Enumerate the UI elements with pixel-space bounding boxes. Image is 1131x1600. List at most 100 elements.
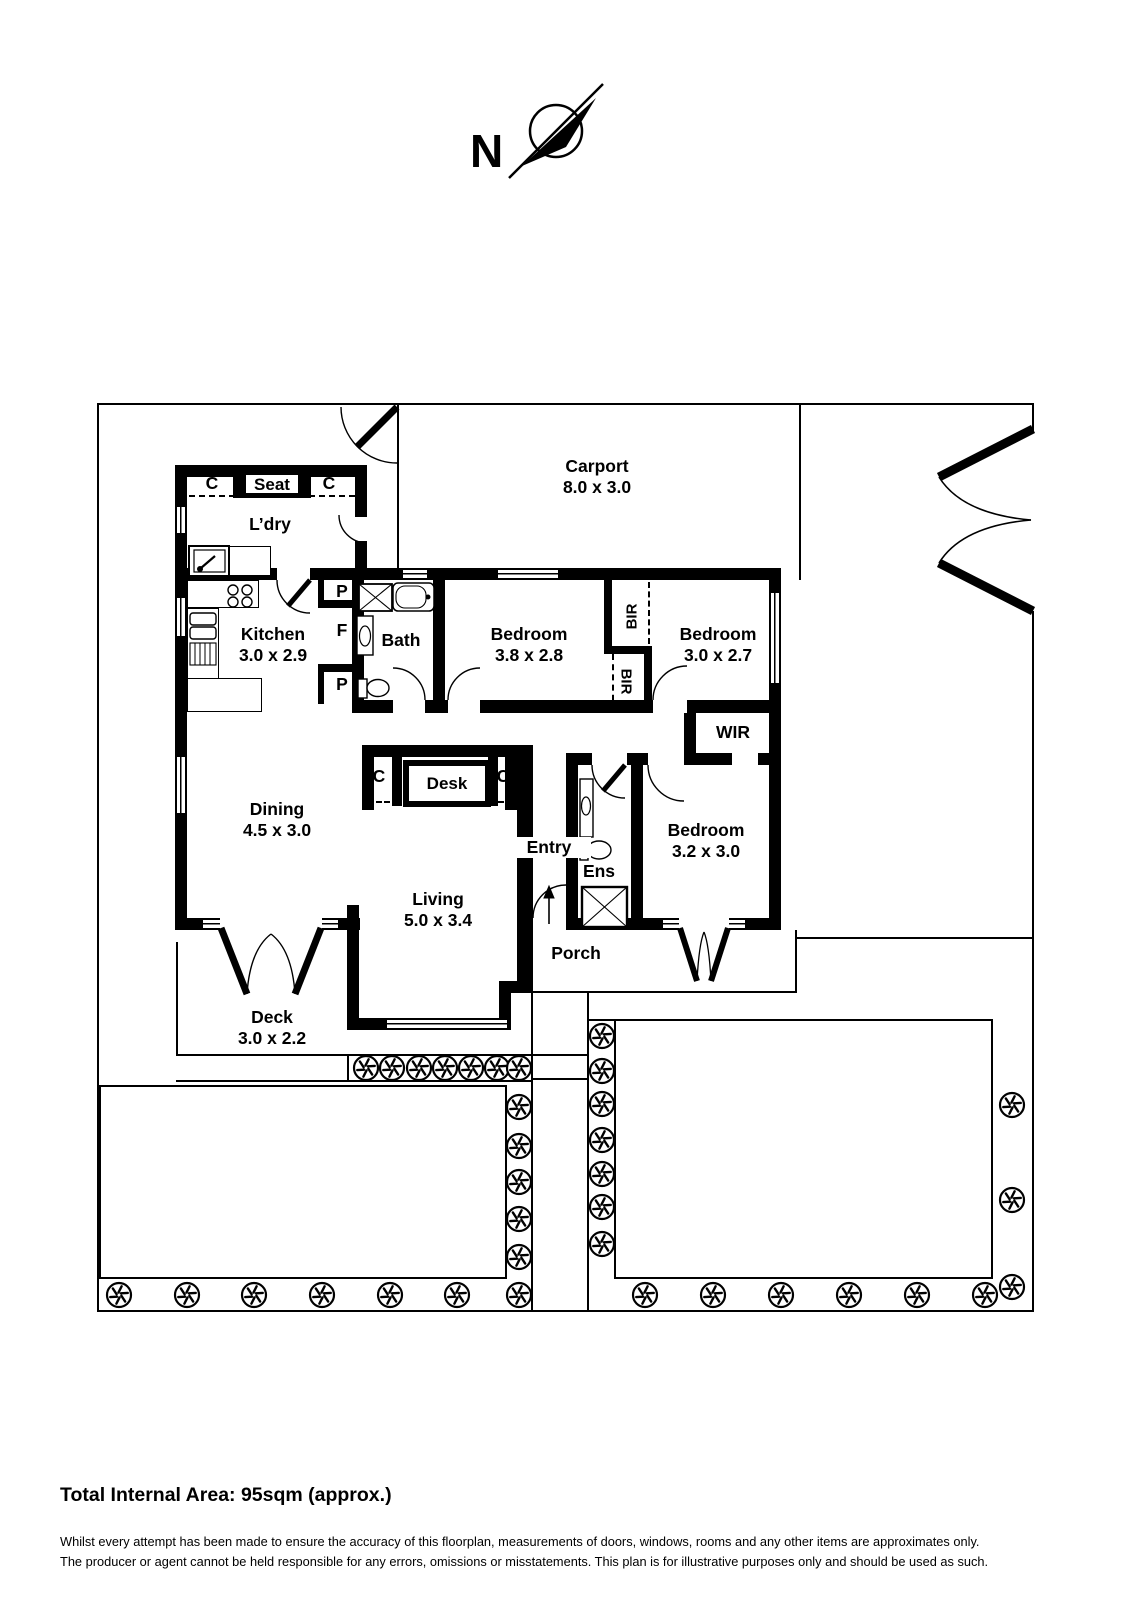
plant-icon <box>352 1054 380 1082</box>
boundary-line <box>97 1310 1034 1312</box>
wall-segment <box>318 600 364 608</box>
plant-icon <box>505 1054 533 1082</box>
bench-outline <box>187 678 262 712</box>
wall-segment <box>175 568 781 580</box>
boundary-line <box>176 942 178 1056</box>
plant-icon <box>588 1230 616 1258</box>
plant-icon <box>998 1273 1026 1301</box>
compass-icon <box>508 83 604 179</box>
wall-segment <box>392 757 402 806</box>
seat-box: Seat <box>241 470 303 498</box>
plant-icon <box>308 1281 336 1309</box>
plant-icon <box>505 1243 533 1271</box>
plant-icon <box>588 1057 616 1085</box>
room-label-wir: WIR <box>715 722 751 742</box>
door-opening <box>277 568 310 580</box>
boundary-line <box>397 403 399 568</box>
boundary-line <box>797 937 1034 939</box>
plant-icon <box>431 1054 459 1082</box>
wall-segment <box>758 753 781 765</box>
door-opening <box>653 700 687 713</box>
wall-segment <box>347 905 359 1030</box>
compass-north-label: N <box>470 125 504 177</box>
bench-outline <box>187 580 259 608</box>
plant-icon <box>376 1281 404 1309</box>
wall-segment <box>631 765 643 930</box>
wall-segment <box>604 646 652 654</box>
plant-icon <box>835 1281 863 1309</box>
bench-outline <box>229 546 271 576</box>
robe-label-bed1: BIR <box>617 668 635 695</box>
window <box>387 1018 507 1030</box>
wall-segment <box>499 981 511 1030</box>
wall-segment <box>488 757 498 806</box>
boundary-line <box>97 403 1034 405</box>
plant-icon <box>505 1281 533 1309</box>
boundary-line <box>347 1054 349 1082</box>
plant-icon <box>483 1054 511 1082</box>
window <box>203 918 220 930</box>
wall-segment <box>362 745 374 810</box>
window <box>403 568 427 580</box>
lawn-area <box>99 1085 507 1279</box>
robe-dashed-front <box>612 654 614 711</box>
total-area-title: Total Internal Area: 95sqm (approx.) <box>60 1484 392 1506</box>
plant-icon <box>588 1126 616 1154</box>
wall-segment <box>355 465 367 517</box>
lawn-area <box>614 1019 993 1279</box>
wall-segment <box>499 981 533 993</box>
boundary-line <box>795 930 797 993</box>
plant-icon <box>405 1054 433 1082</box>
door-opening <box>393 700 425 713</box>
entry-arrow-icon <box>543 884 555 924</box>
wall-segment <box>233 470 243 498</box>
boundary-line <box>176 1054 589 1056</box>
window <box>175 757 187 813</box>
cupboard-label-laundry-right: C <box>322 473 336 493</box>
boundary-line <box>799 403 801 580</box>
window <box>498 568 558 580</box>
plant-icon <box>105 1281 133 1309</box>
wall-segment <box>175 465 187 930</box>
plant-icon <box>588 1160 616 1188</box>
window <box>175 598 187 636</box>
plant-icon <box>631 1281 659 1309</box>
boundary-line <box>587 991 589 1312</box>
wall-segment <box>433 580 445 713</box>
plant-icon <box>173 1281 201 1309</box>
room-label-bath: Bath <box>381 630 421 650</box>
plant-icon <box>903 1281 931 1309</box>
wall-segment <box>566 753 592 765</box>
boundary-line <box>176 1080 533 1082</box>
wall-segment <box>517 745 533 993</box>
plant-icon <box>378 1054 406 1082</box>
pantry-label-lower: P <box>336 674 348 694</box>
wall-segment <box>684 713 696 765</box>
plant-icon <box>767 1281 795 1309</box>
window <box>769 593 781 683</box>
fridge-label: F <box>336 620 348 640</box>
plant-icon <box>240 1281 268 1309</box>
french-doors <box>217 926 731 996</box>
plant-icon <box>588 1022 616 1050</box>
room-label-porch: Porch <box>551 943 601 963</box>
room-label-ensuite: Ens <box>582 861 616 881</box>
cupboard-label-desk-left: C <box>372 766 386 786</box>
plant-icon <box>505 1168 533 1196</box>
wall-segment <box>644 652 652 713</box>
wall-segment <box>175 918 203 930</box>
plant-icon <box>457 1054 485 1082</box>
disclaimer-line-2: The producer or agent cannot be held res… <box>60 1554 989 1569</box>
plant-icon <box>588 1193 616 1221</box>
wall-segment <box>631 753 648 765</box>
wall-segment <box>627 753 635 765</box>
boundary-line <box>533 1078 587 1080</box>
robe-dashed-front <box>320 582 322 604</box>
robe-dashed-front <box>648 582 650 644</box>
